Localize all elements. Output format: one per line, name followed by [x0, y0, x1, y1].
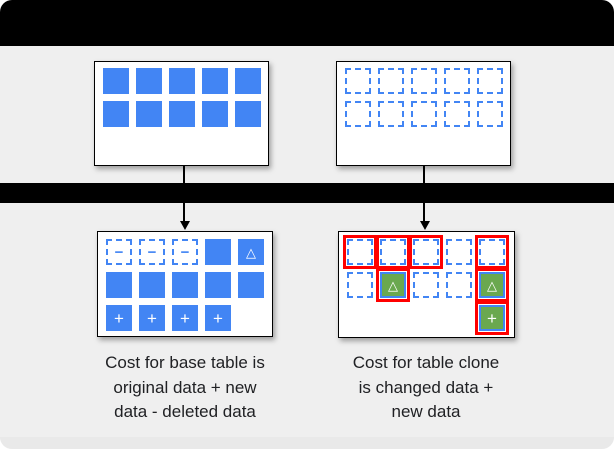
plus-data-block: + [205, 305, 231, 331]
arrow-line [423, 166, 425, 222]
dashed-data-block [446, 239, 472, 265]
caption-line: original data + new [113, 377, 257, 397]
solid-data-block [202, 68, 228, 94]
triangle-data-block: △ [238, 239, 264, 265]
block-row [343, 235, 509, 269]
dashed-data-block [409, 235, 443, 269]
dashed-data-block [475, 235, 509, 269]
base-table-before-panel [94, 61, 269, 166]
redacted-divider-bar [0, 183, 614, 203]
plus-icon: + [114, 308, 124, 328]
block-row [345, 101, 503, 127]
caption-line: Cost for base table is [105, 353, 265, 372]
redacted-header-bar [0, 0, 614, 46]
dashed-data-block [378, 101, 404, 127]
table-clone-after-panel: △△+ [338, 231, 515, 338]
arrow-head-icon [420, 221, 430, 230]
triangle-icon: △ [487, 277, 497, 293]
solid-data-block [103, 101, 129, 127]
plus-icon: + [487, 308, 497, 328]
dashed-data-block [347, 272, 373, 298]
dashed-data-block [345, 101, 371, 127]
solid-data-block [136, 101, 162, 127]
triangle-icon: △ [246, 244, 256, 260]
table-clone-before-panel [336, 61, 511, 166]
dashed-data-block [477, 68, 503, 94]
caption-line: Cost for table clone [352, 353, 500, 372]
minus-data-block: − [106, 239, 132, 265]
block-row [345, 68, 503, 94]
solid-data-block [103, 68, 129, 94]
triangle-data-block: △ [475, 268, 509, 302]
minus-data-block: − [139, 239, 165, 265]
solid-data-block [238, 272, 264, 298]
dashed-data-block [444, 68, 470, 94]
solid-data-block [106, 272, 132, 298]
dashed-data-block [376, 235, 410, 269]
caption-base-table-cost: Cost for base table is original data + n… [85, 351, 285, 425]
triangle-icon: △ [388, 277, 398, 293]
solid-data-block [205, 239, 231, 265]
plus-icon: + [147, 308, 157, 328]
block-row: △△ [347, 268, 509, 302]
dashed-data-block [444, 101, 470, 127]
triangle-data-block: △ [376, 268, 410, 302]
solid-data-block [136, 68, 162, 94]
block-row: + [347, 301, 509, 335]
minus-icon: − [180, 243, 190, 261]
solid-data-block [169, 68, 195, 94]
block-row [103, 68, 261, 94]
plus-data-block: + [172, 305, 198, 331]
block-row: − − − △ [106, 239, 264, 265]
dashed-data-block [411, 101, 437, 127]
dashed-data-block [413, 272, 439, 298]
solid-data-block [235, 68, 261, 94]
base-table-after-panel: − − − △ + + + + [97, 231, 273, 337]
minus-icon: − [114, 243, 124, 261]
caption-line: new data [391, 402, 461, 421]
dashed-data-block [378, 68, 404, 94]
minus-data-block: − [172, 239, 198, 265]
card-bottom-edge [0, 437, 614, 449]
block-row: + + + + [106, 305, 264, 331]
plus-icon: + [213, 308, 223, 328]
dashed-data-block [477, 101, 503, 127]
plus-icon: + [180, 308, 190, 328]
dashed-data-block [345, 68, 371, 94]
dashed-data-block [343, 235, 377, 269]
plus-data-block: + [475, 301, 509, 335]
solid-data-block [235, 101, 261, 127]
arrow-line [183, 166, 185, 222]
dashed-data-block [411, 68, 437, 94]
solid-data-block [139, 272, 165, 298]
minus-icon: − [147, 243, 157, 261]
solid-data-block [169, 101, 195, 127]
dashed-data-block [446, 272, 472, 298]
solid-data-block [172, 272, 198, 298]
solid-data-block [205, 272, 231, 298]
caption-table-clone-cost: Cost for table clone is changed data + n… [326, 351, 526, 425]
caption-line: is changed data + [358, 377, 494, 397]
plus-data-block: + [106, 305, 132, 331]
solid-data-block [202, 101, 228, 127]
arrow-head-icon [180, 221, 190, 230]
block-row [103, 101, 261, 127]
block-row [106, 272, 264, 298]
plus-data-block: + [139, 305, 165, 331]
caption-line: data - deleted data [114, 402, 256, 421]
